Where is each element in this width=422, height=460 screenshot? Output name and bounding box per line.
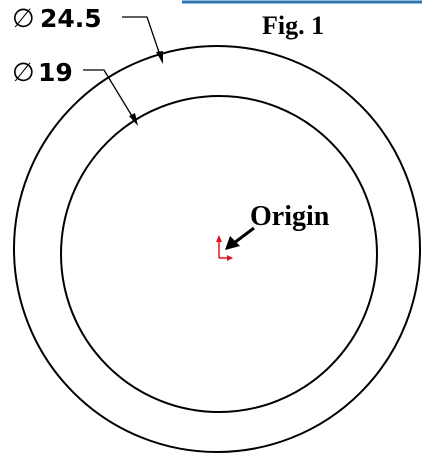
inner-diameter-value: 19 (38, 58, 73, 87)
diameter-symbol-icon: ∅ (12, 58, 35, 88)
outer-circle (13, 45, 421, 453)
origin-axis-icon (216, 235, 233, 261)
inner-leader-arrowhead (129, 113, 138, 126)
origin-arrow-shaft (233, 226, 255, 245)
outer-leader-line (122, 16, 162, 59)
inner-circle (60, 95, 378, 413)
dimension-inner-diameter: ∅ 19 (12, 58, 138, 126)
outer-diameter-value: 24.5 (40, 4, 102, 33)
inner-leader-line (83, 69, 136, 122)
outer-leader-arrowhead (156, 51, 163, 64)
diameter-symbol-icon: ∅ (12, 4, 35, 34)
origin-arrowhead (225, 236, 240, 250)
figure-title: Fig. 1 (262, 11, 324, 40)
dimension-outer-diameter: ∅ 24.5 (12, 4, 163, 64)
origin-label: Origin (250, 201, 330, 232)
